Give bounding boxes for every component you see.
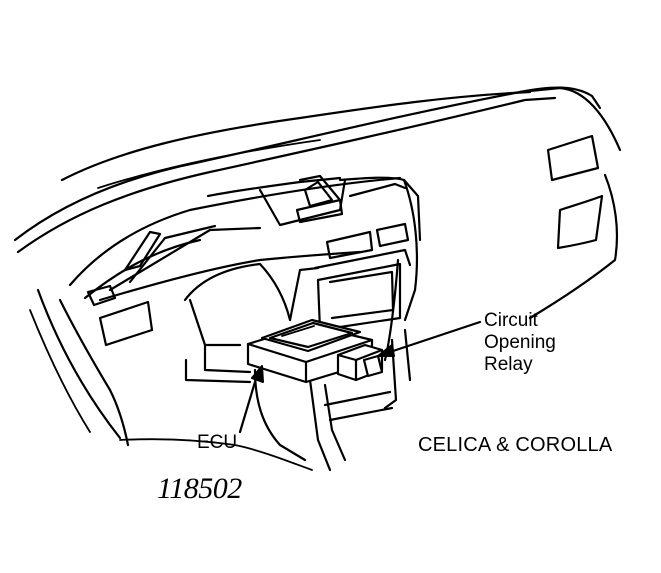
figure-number: 118502 bbox=[157, 472, 242, 505]
relay-box bbox=[336, 343, 384, 382]
ecu-label: ECU bbox=[197, 432, 238, 453]
dashboard-top bbox=[13, 86, 622, 254]
relay-label-line2: Opening bbox=[484, 332, 556, 353]
ecu-arrow bbox=[238, 365, 264, 434]
dash-face-upper bbox=[68, 176, 402, 307]
relay-label-line3: Relay bbox=[484, 354, 533, 375]
instrument-hood bbox=[206, 174, 347, 227]
floor-structure bbox=[119, 328, 412, 472]
lower-dash bbox=[29, 262, 320, 447]
relay-label-line1: Circuit bbox=[484, 310, 538, 331]
relay-label: Circuit Opening Relay bbox=[484, 310, 556, 376]
right-vents bbox=[528, 134, 619, 320]
model-label: CELICA & COROLLA bbox=[418, 434, 613, 456]
relay-arrow bbox=[376, 320, 482, 358]
